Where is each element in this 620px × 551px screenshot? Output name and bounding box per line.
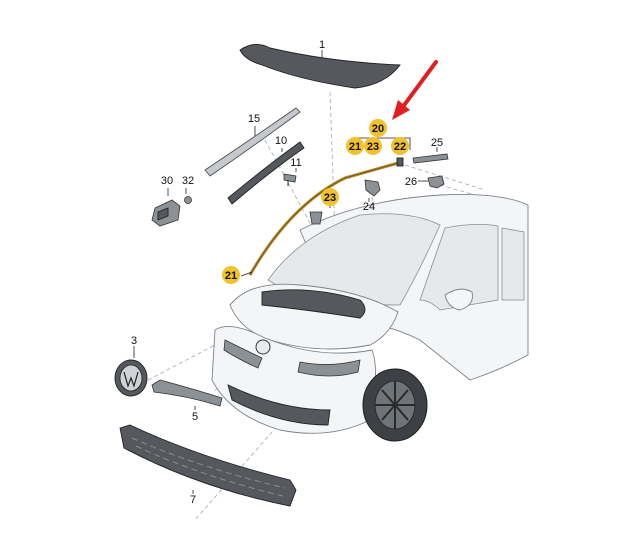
highlighted-badges: 20 21 23 22 23 21 — [222, 119, 409, 284]
label-10: 10 — [275, 135, 287, 147]
vw-logo-on-car — [255, 339, 271, 355]
part-5-grille-trim[interactable] — [151, 379, 223, 407]
part-7-lower-grille[interactable] — [119, 424, 297, 507]
svg-text:21: 21 — [225, 270, 237, 282]
side-mirror — [444, 288, 473, 311]
part-26-clip[interactable] — [427, 175, 445, 189]
part-30-camera-housing[interactable] — [151, 199, 181, 227]
part-10-trim-strip[interactable] — [227, 141, 305, 205]
label-7: 7 — [190, 494, 196, 506]
svg-text:23: 23 — [367, 141, 379, 153]
label-30: 30 — [161, 175, 173, 187]
windscreen-trim-strip[interactable] — [248, 160, 403, 276]
badge-22[interactable]: 22 — [391, 137, 409, 155]
part-32-screw[interactable] — [184, 196, 192, 204]
badge-23-top[interactable]: 23 — [364, 137, 382, 155]
part-23-clip[interactable] — [309, 211, 323, 225]
part-15-trim-strip[interactable] — [204, 107, 301, 177]
vehicle-body — [211, 193, 529, 442]
svg-text:20: 20 — [372, 123, 384, 135]
part-24-bracket[interactable] — [364, 179, 381, 197]
label-25: 25 — [431, 137, 443, 149]
part-1-roof-spoiler[interactable] — [239, 44, 401, 89]
svg-text:22: 22 — [394, 141, 406, 153]
badge-21-top[interactable]: 21 — [346, 137, 364, 155]
headlight-left — [223, 339, 263, 369]
part-25-strip[interactable] — [412, 153, 449, 164]
badge-21-low[interactable]: 21 — [222, 266, 240, 284]
part-22-clip[interactable] — [396, 157, 404, 167]
part-3-vw-emblem[interactable] — [114, 359, 148, 397]
badge-23-mid[interactable]: 23 — [321, 188, 339, 206]
part-number-labels: 1 15 10 11 30 32 25 26 24 3 5 7 — [131, 39, 443, 506]
red-pointer-arrow-icon — [392, 60, 438, 120]
svg-text:21: 21 — [349, 141, 361, 153]
label-32: 32 — [182, 175, 194, 187]
label-11: 11 — [290, 157, 301, 169]
label-26: 26 — [405, 176, 417, 188]
label-1: 1 — [319, 39, 325, 51]
bonnet-trim-panel — [261, 289, 366, 319]
headlight-right — [297, 359, 361, 377]
svg-text:23: 23 — [324, 192, 336, 204]
label-24: 24 — [363, 201, 375, 213]
lower-grille — [227, 384, 331, 426]
badge-20[interactable]: 20 — [369, 119, 387, 137]
label-15: 15 — [248, 113, 260, 125]
label-5: 5 — [192, 411, 198, 423]
part-11-clip[interactable] — [283, 173, 297, 186]
side-window — [419, 224, 499, 311]
label-3: 3 — [131, 335, 137, 347]
